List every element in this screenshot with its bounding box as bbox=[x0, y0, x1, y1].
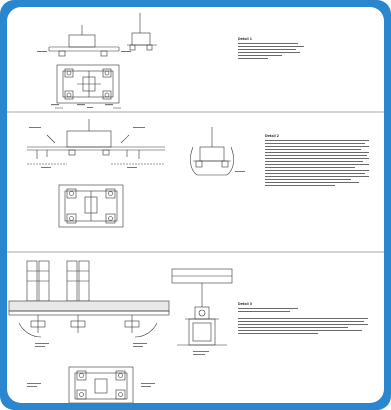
panel-3-notes: Detail 3 bbox=[238, 302, 368, 334]
panel-2-plan-view bbox=[58, 184, 124, 228]
panel-3: Detail 3 bbox=[8, 260, 368, 403]
panel-3-note-title: Detail 3 bbox=[238, 302, 252, 306]
panel-3-elevation bbox=[8, 260, 170, 338]
panel-3-plan-view bbox=[68, 366, 134, 403]
panel-1: Detail 1 bbox=[37, 13, 304, 109]
drawing-sheet: Detail 1 bbox=[7, 7, 384, 403]
panel-2-section-right bbox=[190, 127, 234, 176]
panel-2-note-title: Detail 2 bbox=[265, 134, 279, 138]
panel-2-notes: Detail 2 bbox=[265, 134, 369, 186]
panel-1-elevation-right bbox=[127, 13, 157, 51]
panel-3-hanger-detail bbox=[171, 268, 233, 346]
panel-2-labels bbox=[29, 127, 245, 172]
panel-2: Detail 2 bbox=[27, 119, 369, 228]
panel-2-elevation-left bbox=[27, 119, 165, 165]
technical-drawing: Detail 1 bbox=[7, 13, 384, 403]
panel-1-note-title: Detail 1 bbox=[238, 37, 252, 41]
panel-3-labels bbox=[27, 343, 209, 387]
panel-1-notes: Detail 1 bbox=[238, 37, 304, 59]
panel-1-labels bbox=[37, 51, 131, 108]
panel-1-elevation-left bbox=[48, 25, 120, 57]
panel-1-plan-view bbox=[55, 64, 121, 109]
